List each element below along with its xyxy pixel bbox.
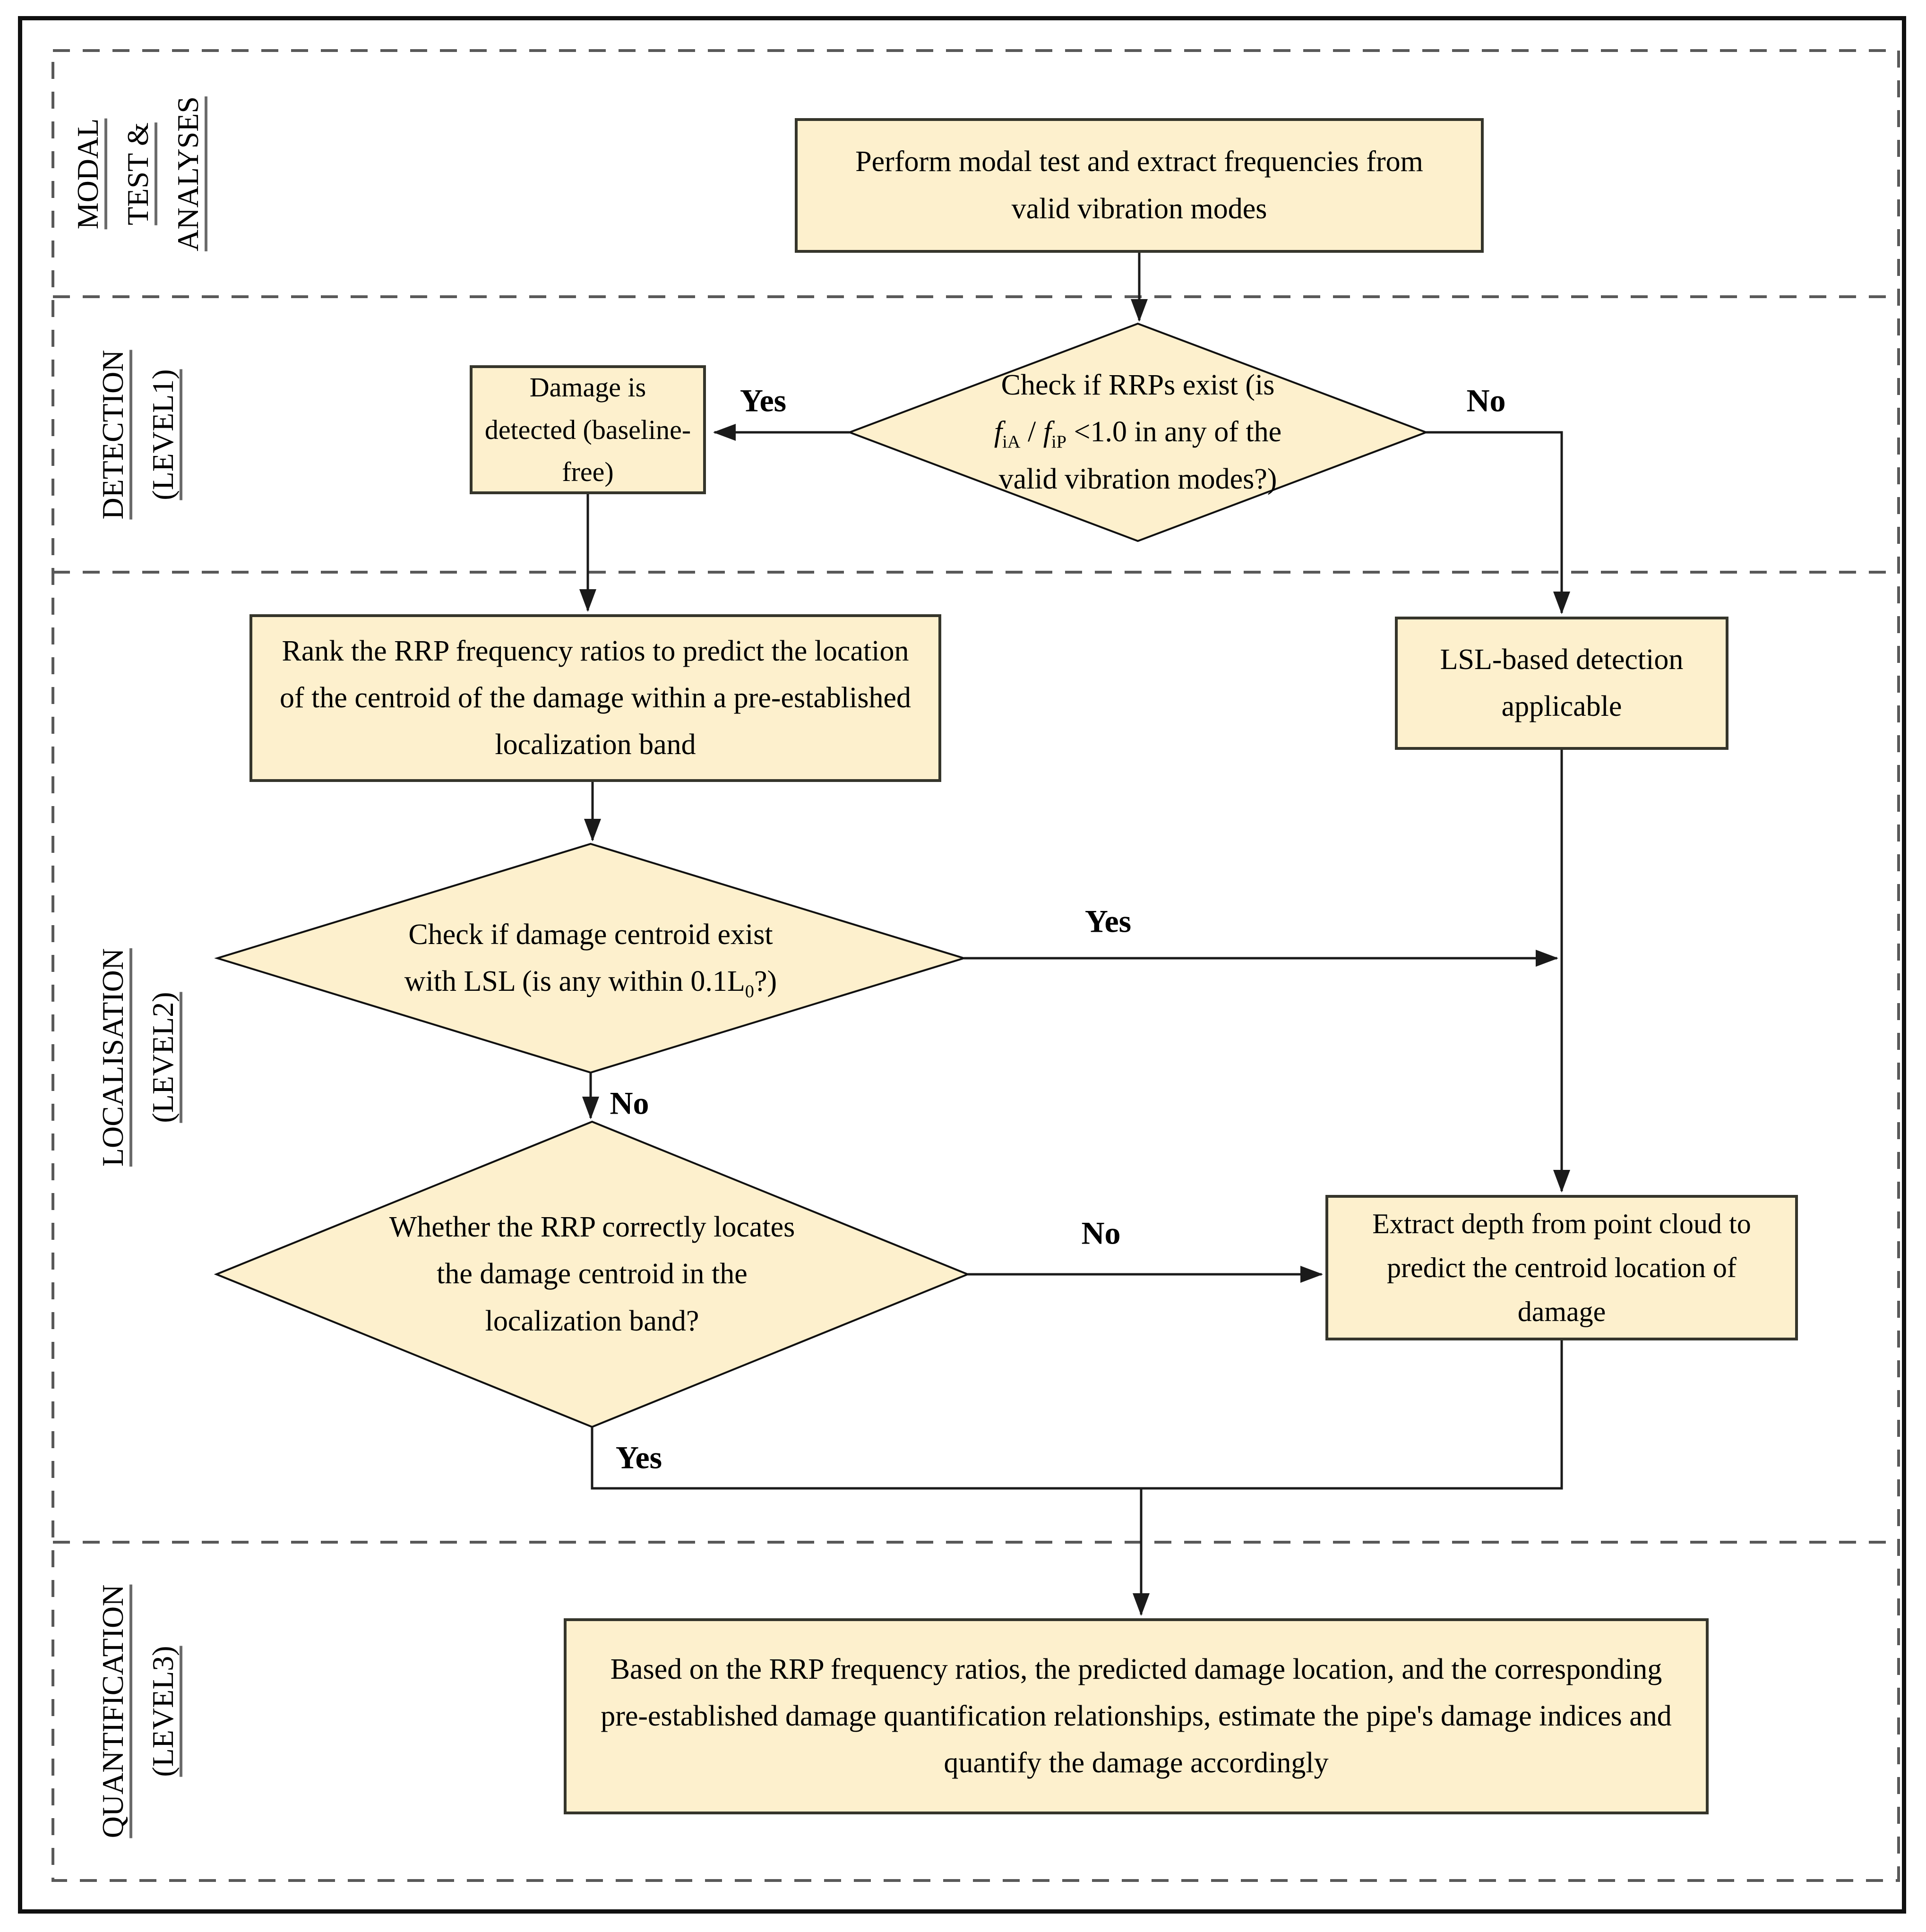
arrow-no-to-lsl (1426, 431, 1570, 614)
node-extract-depth: Extract depth from point cloud to predic… (1325, 1195, 1798, 1340)
divider: / (1020, 416, 1043, 448)
diamond-check-rrp (847, 322, 1429, 542)
node-perform-modal-test: Perform modal test and extract frequenci… (795, 118, 1484, 253)
freq-subscript: iA (1002, 432, 1021, 452)
edge-label-yes-lsl-centroid: Yes (1084, 903, 1132, 939)
section-label-quantification-level3: QUANTIFICATION (LEVEL3) (88, 1522, 188, 1900)
edge-label-yes-detection: Yes (739, 382, 787, 419)
merge-line (591, 1340, 1563, 1490)
outer-border (18, 16, 1906, 1914)
text-line: with LSL (is any within 0.1L (404, 965, 745, 997)
freq-subscript: iP (1051, 432, 1067, 452)
text-line: the damage centroid in the (437, 1258, 748, 1290)
text-line: ?) (754, 965, 777, 997)
node-lsl-based-detection: LSL-based detection applicable (1395, 617, 1728, 750)
text-line: localization band? (485, 1305, 699, 1337)
edge-label-no-lsl-centroid: No (610, 1085, 649, 1121)
section-label-line: (LEVEL1) (146, 369, 180, 500)
section-label-line: (LEVEL3) (146, 1646, 180, 1777)
freq-symbol: f (994, 416, 1003, 448)
L0-subscript: 0 (745, 981, 755, 1002)
node-quantify-damage: Based on the RRP frequency ratios, the p… (564, 1618, 1709, 1814)
section-label-line: (LEVEL2) (146, 992, 180, 1123)
node-rank-rrp-ratios: Rank the RRP frequency ratios to predict… (249, 614, 941, 782)
edge-label-yes-rrp-band: Yes (615, 1439, 662, 1476)
swimlane-frame (52, 49, 1900, 1882)
node-damage-detected: Damage is detected (baseline-free) (470, 365, 706, 494)
section-label-line: LOCALISATION (96, 948, 129, 1167)
freq-symbol: f (1043, 416, 1051, 448)
text-line: <1.0 in any of the (1066, 416, 1282, 448)
diamond-check-centroid-text: Check if damage centroid exist with LSL … (269, 878, 912, 1039)
section-label-line: DETECTION (96, 350, 129, 520)
text-line: Check if damage centroid exist (408, 918, 773, 951)
edge-label-no-rrp-band: No (1081, 1215, 1121, 1251)
text-line: Check if RRPs exist (is (1001, 369, 1275, 402)
section-label-line: QUANTIFICATION (96, 1584, 129, 1838)
edge-label-no-detection: No (1466, 382, 1506, 419)
text-line: Whether the RRP correctly locates (389, 1211, 795, 1244)
diamond-whether-rrp-text: Whether the RRP correctly locates the da… (271, 1185, 913, 1364)
diamond-check-rrp-text: Check if RRPs exist (is fiA / fiP <1.0 i… (864, 331, 1412, 534)
section-label-detection-level1: DETECTION (LEVEL1) (88, 246, 188, 624)
section-label-localisation-level2: LOCALISATION (LEVEL2) (88, 868, 188, 1246)
text-line: valid vibration modes?) (998, 463, 1277, 495)
